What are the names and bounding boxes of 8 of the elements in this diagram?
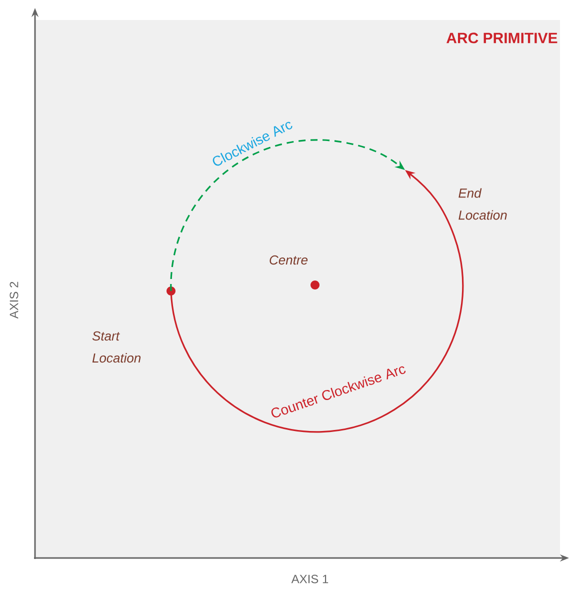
axis-label: AXIS 2 [10, 282, 18, 319]
point-label: End Location [458, 188, 507, 220]
axis-label: AXIS 1 [291, 574, 328, 584]
point-dot [310, 280, 320, 290]
point-dot [166, 286, 176, 296]
title: ARC PRIMITIVE [446, 32, 558, 44]
point-label: Start Location [92, 331, 141, 363]
point-label: Centre [270, 255, 308, 265]
